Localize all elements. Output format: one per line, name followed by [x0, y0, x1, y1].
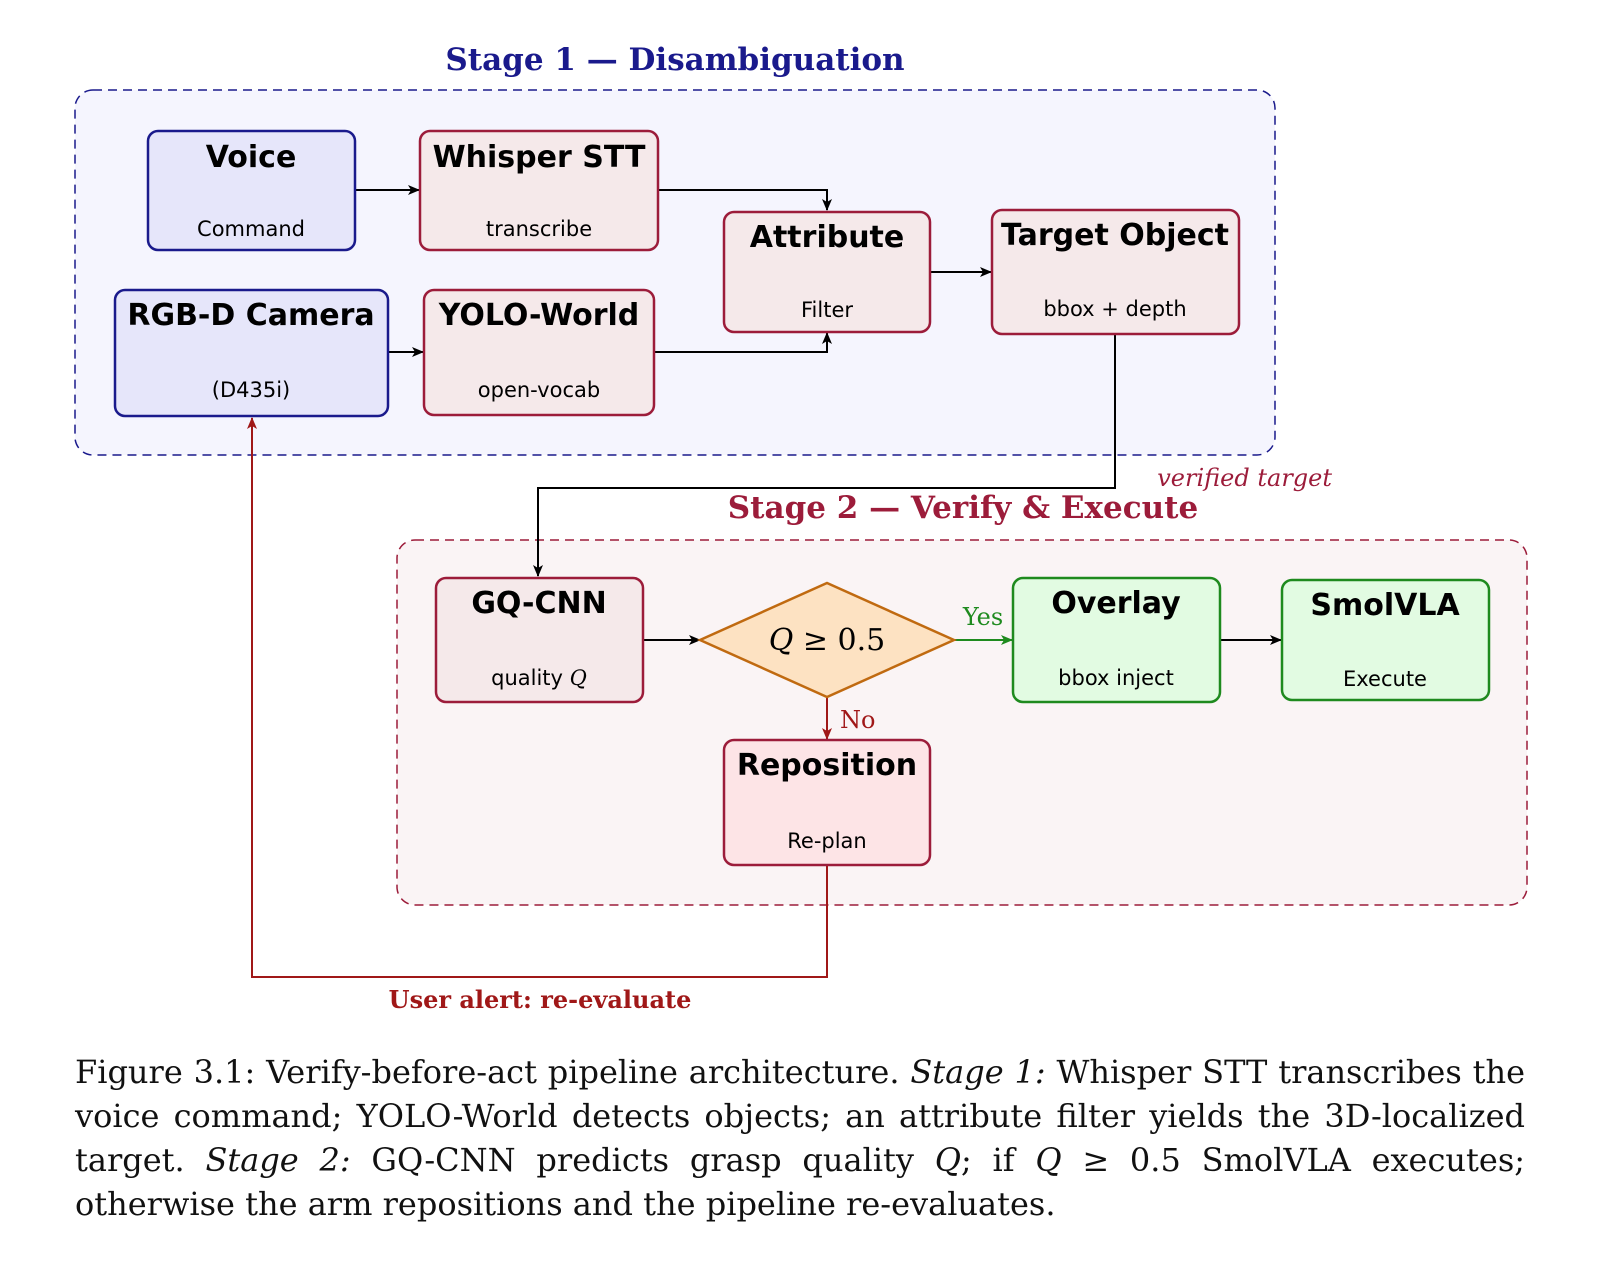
verified-target-label: verified target — [1157, 464, 1332, 492]
node-quality-decision: Q ≥ 0.5 — [696, 581, 958, 699]
edge-yolo-attribute — [655, 332, 832, 353]
node-yolo-world: YOLO-World open-vocab — [422, 288, 656, 417]
target-sub: bbox + depth — [1043, 297, 1186, 321]
whisper-title: Whisper STT — [433, 140, 646, 175]
caption-part3: GQ-CNN predicts grasp quality — [350, 1141, 935, 1179]
gqcnn-sub-prefix: quality — [491, 666, 570, 690]
node-attribute-filter: Attribute Filter — [722, 210, 932, 334]
camera-title: RGB-D Camera — [127, 298, 374, 333]
stage2-title: Stage 2 — Verify & Execute — [728, 490, 1198, 526]
node-overlay: Overlay bbox inject — [1011, 576, 1222, 704]
node-smolvla: SmolVLA Execute — [1280, 578, 1491, 702]
attribute-title: Attribute — [750, 220, 905, 255]
caption-part5: ≥ 0.5 SmolVLA executes; otherwise the ar… — [75, 1141, 1526, 1223]
voice-sub: Command — [197, 217, 305, 241]
decision-var: Q — [769, 623, 794, 658]
caption-q2: Q — [1035, 1141, 1062, 1179]
overlay-title: Overlay — [1051, 586, 1181, 621]
attribute-sub: Filter — [801, 298, 853, 322]
edge-reposition-camera-feedback — [247, 417, 828, 978]
node-reposition: Reposition Re-plan — [722, 738, 932, 867]
target-title: Target Object — [1001, 218, 1229, 253]
edge-target-gqcnn — [533, 334, 1116, 577]
caption-part4: ; if — [960, 1141, 1036, 1179]
smolvla-sub: Execute — [1343, 667, 1427, 691]
gqcnn-title: GQ-CNN — [471, 586, 606, 621]
edge-whisper-attribute — [659, 189, 832, 211]
caption-part2: Whisper STT transcribes the voice comman… — [75, 1053, 1526, 1179]
no-label: No — [840, 706, 875, 734]
node-gq-cnn: GQ-CNN quality Q — [434, 576, 645, 704]
gqcnn-sub-var: Q — [570, 666, 587, 690]
gqcnn-sub: quality Q — [491, 666, 587, 690]
figure-caption: Figure 3.1: Verify-before-act pipeline a… — [75, 1050, 1525, 1226]
whisper-sub: transcribe — [486, 217, 592, 241]
node-voice: Voice Command — [146, 129, 357, 252]
caption-stage1-label: Stage 1: — [910, 1053, 1046, 1091]
yes-label: Yes — [962, 603, 1003, 631]
camera-sub: (D435i) — [212, 378, 290, 402]
overlay-sub: bbox inject — [1058, 666, 1174, 690]
node-whisper-stt: Whisper STT transcribe — [418, 129, 660, 252]
edges — [247, 185, 1282, 978]
user-alert-label: User alert: re-evaluate — [389, 985, 692, 1014]
decision-op: ≥ 0.5 — [793, 623, 885, 658]
smolvla-title: SmolVLA — [1310, 588, 1460, 623]
yolo-sub: open-vocab — [478, 378, 600, 402]
voice-title: Voice — [206, 140, 297, 175]
caption-q1: Q — [934, 1141, 961, 1179]
stage1-title: Stage 1 — Disambiguation — [445, 42, 904, 78]
decision-label: Q ≥ 0.5 — [769, 623, 886, 658]
yolo-title: YOLO-World — [438, 298, 640, 333]
reposition-sub: Re-plan — [787, 829, 867, 853]
caption-part1: Figure 3.1: Verify-before-act pipeline a… — [75, 1053, 911, 1091]
caption-stage2-label: Stage 2: — [205, 1141, 351, 1179]
node-rgbd-camera: RGB-D Camera (D435i) — [113, 288, 390, 418]
node-target-object: Target Object bbox + depth — [990, 208, 1241, 336]
stage2-container — [396, 539, 1528, 906]
reposition-title: Reposition — [737, 748, 917, 783]
